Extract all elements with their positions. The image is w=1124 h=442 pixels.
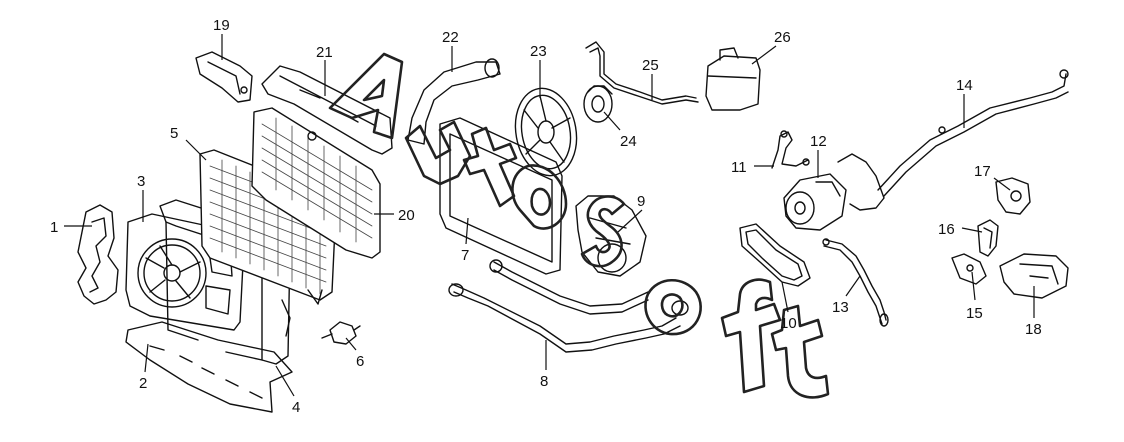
part-16-valve-drawing xyxy=(977,219,999,257)
part-2-deflector-drawing xyxy=(125,321,293,413)
part-24-clutch-drawing xyxy=(583,85,613,123)
callout-5: 5 xyxy=(170,125,178,142)
callout-9: 9 xyxy=(637,193,645,210)
callout-11: 11 xyxy=(731,159,747,176)
part-12-compressor-drawing xyxy=(783,173,847,231)
part-14-line-drawing xyxy=(837,69,1069,211)
callout-1: 1 xyxy=(50,219,58,236)
part-13-line-drawing xyxy=(822,238,889,327)
part-17-cap-drawing xyxy=(995,177,1031,215)
part-22-hose-drawing xyxy=(407,58,501,145)
part-19-bracket-drawing xyxy=(195,51,253,103)
callout-13: 13 xyxy=(832,299,849,316)
leader-10 xyxy=(781,281,789,313)
leader-26 xyxy=(751,45,777,65)
part-15-switch-drawing xyxy=(951,253,987,285)
callout-12: 12 xyxy=(810,133,827,150)
leader-2 xyxy=(144,343,149,373)
leader-16 xyxy=(961,227,983,233)
leader-15 xyxy=(971,271,976,301)
part-7-aux-radiator-drawing xyxy=(439,117,563,275)
callout-6: 6 xyxy=(356,353,364,370)
leader-6 xyxy=(345,337,357,351)
callout-26: 26 xyxy=(774,29,791,46)
part-1-shroud-bracket-drawing xyxy=(77,204,119,305)
leader-lines xyxy=(64,34,1035,397)
leader-5 xyxy=(185,139,207,161)
part-20-radiator-drawing xyxy=(251,107,381,259)
callout-23: 23 xyxy=(530,43,547,60)
autosoft-watermark xyxy=(328,52,830,399)
callout-4: 4 xyxy=(292,399,300,416)
part-10-belt-drawing xyxy=(739,223,811,287)
part-25-hose-drawing xyxy=(585,41,699,105)
callout-8: 8 xyxy=(540,373,548,390)
leader-13 xyxy=(845,275,861,297)
callout-10: 10 xyxy=(780,315,797,332)
callout-19: 19 xyxy=(213,17,230,34)
callout-17: 17 xyxy=(974,163,991,180)
callout-3: 3 xyxy=(137,173,145,190)
callout-24: 24 xyxy=(620,133,637,150)
leader-4 xyxy=(275,365,295,397)
part-18-shield-drawing xyxy=(999,253,1069,299)
callout-2: 2 xyxy=(139,375,147,392)
leader-7 xyxy=(465,217,469,245)
part-6-sensor-drawing xyxy=(321,321,361,345)
leader-24 xyxy=(603,111,621,131)
leader-17 xyxy=(993,177,1011,191)
callout-14: 14 xyxy=(956,77,973,94)
part-11-line-drawing xyxy=(771,130,810,169)
callout-7: 7 xyxy=(461,247,469,264)
callout-15: 15 xyxy=(966,305,983,322)
leader-9 xyxy=(617,209,643,233)
part-26-tank-drawing xyxy=(705,47,761,111)
callout-16: 16 xyxy=(938,221,955,238)
callout-25: 25 xyxy=(642,57,659,74)
callout-22: 22 xyxy=(442,29,459,46)
callout-18: 18 xyxy=(1025,321,1042,338)
part-8-pipe-drawing xyxy=(448,259,689,353)
callout-20: 20 xyxy=(398,207,415,224)
callout-labels: 1 2 3 4 5 6 7 8 9 10 11 12 13 14 15 16 1… xyxy=(50,17,1042,416)
callout-21: 21 xyxy=(316,44,333,61)
